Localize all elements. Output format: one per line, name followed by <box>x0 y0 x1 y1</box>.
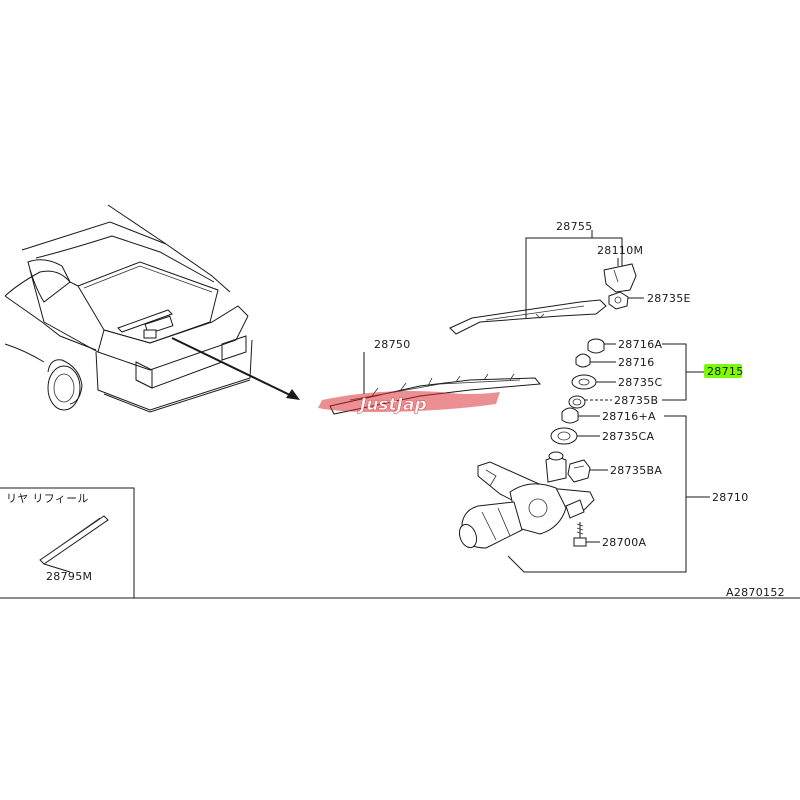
wiper-motor-28710 <box>458 451 595 549</box>
bushing-28735B <box>568 395 586 409</box>
refill-box-frame <box>0 487 135 598</box>
figure-code: A2870152 <box>726 586 785 599</box>
cap-28716-plus-A <box>561 407 579 424</box>
refill-strip-28795M <box>39 515 109 573</box>
bolt-28700A <box>573 522 587 547</box>
label-28735E: 28735E <box>647 292 691 305</box>
clip-28735BA <box>567 459 591 483</box>
highlight-28715 <box>704 364 742 378</box>
wiper-arm-28755 <box>449 299 607 335</box>
pointer-arrow <box>171 337 300 400</box>
label-28700A: 28700A <box>602 536 646 549</box>
label-28716A: 28716A <box>618 338 662 351</box>
car-illustration <box>4 204 253 413</box>
washer-28735C <box>571 374 597 390</box>
label-28716-plus-A: 28716+A <box>602 410 656 423</box>
label-28715: 28715 <box>707 365 744 378</box>
label-28716: 28716 <box>618 356 655 369</box>
label-28110M: 28110M <box>597 244 643 257</box>
label-28710: 28710 <box>712 491 749 504</box>
label-28750: 28750 <box>374 338 411 351</box>
leader-lines <box>363 230 710 573</box>
label-28735B: 28735B <box>614 394 658 407</box>
cap-28716 <box>575 353 591 368</box>
watermark-text: JustJap <box>357 395 427 415</box>
label-28795M: 28795M <box>46 570 92 583</box>
label-28735BA: 28735BA <box>610 464 662 477</box>
arm-cap-28110M <box>603 263 637 293</box>
label-28755: 28755 <box>556 220 593 233</box>
label-28735CA: 28735CA <box>602 430 654 443</box>
nut-28735E <box>608 291 629 310</box>
label-28735C: 28735C <box>618 376 662 389</box>
cap-28716A <box>587 338 605 354</box>
justjap-watermark: JustJap <box>318 391 500 415</box>
part-labels: 28755 28110M 28735E 28750 28716A 28716 2… <box>6 220 785 599</box>
washer-28735CA <box>550 427 578 445</box>
refill-caption: リヤ リフィール <box>6 492 89 505</box>
